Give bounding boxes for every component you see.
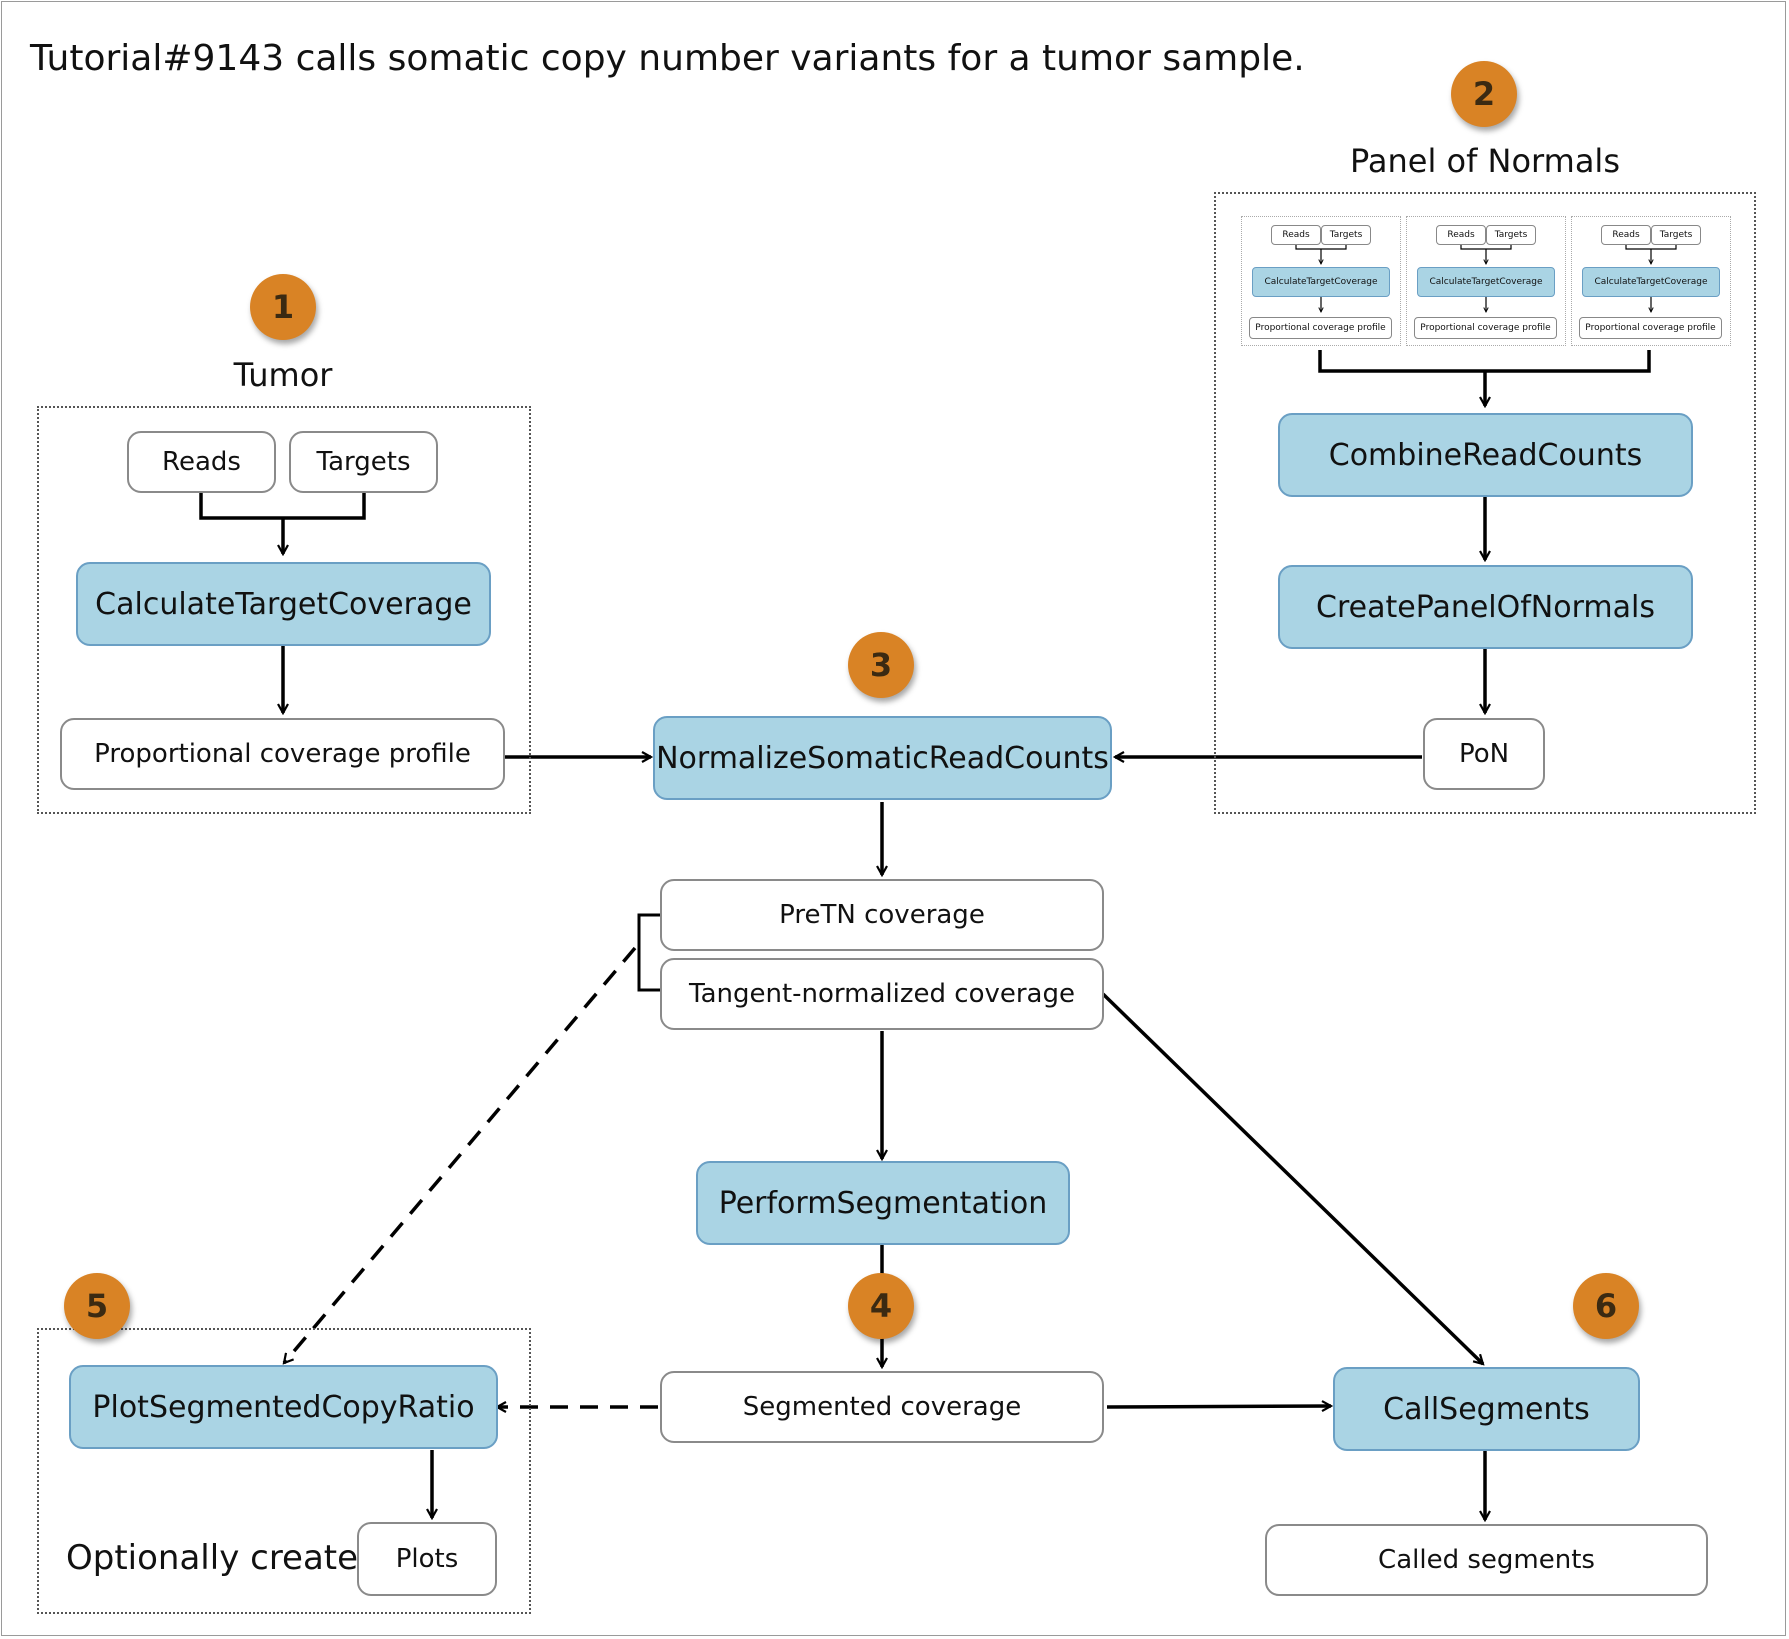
tumor-calculate-node: CalculateTargetCoverage — [76, 562, 491, 646]
tumor-targets-node: Targets — [289, 431, 438, 493]
mini-reads-1: Reads — [1271, 225, 1321, 245]
mini-calculate-3: CalculateTargetCoverage — [1582, 267, 1720, 297]
perform-segmentation-node: PerformSegmentation — [696, 1161, 1070, 1245]
outputs-to-plot-dashed-arrow — [284, 946, 637, 1363]
tumor-heading: Tumor — [233, 356, 333, 394]
step-2-badge: 2 — [1451, 61, 1517, 127]
combine-read-counts-node: CombineReadCounts — [1278, 413, 1693, 497]
segmented-coverage-node: Segmented coverage — [660, 1371, 1104, 1443]
mini-panel-3 — [1571, 216, 1731, 346]
mini-targets-3: Targets — [1651, 225, 1701, 245]
tumor-profile-node: Proportional coverage profile — [60, 718, 505, 790]
plot-segmented-copy-ratio-node: PlotSegmentedCopyRatio — [69, 1365, 498, 1449]
step-1-badge: 1 — [250, 274, 316, 340]
step-3-badge: 3 — [848, 632, 914, 698]
called-segments-node: Called segments — [1265, 1524, 1708, 1596]
mini-targets-2: Targets — [1486, 225, 1536, 245]
create-panel-of-normals-node: CreatePanelOfNormals — [1278, 565, 1693, 649]
step-5-badge: 5 — [64, 1273, 130, 1339]
step-6-badge: 6 — [1573, 1273, 1639, 1339]
tumor-reads-node: Reads — [127, 431, 276, 493]
mini-calculate-2: CalculateTargetCoverage — [1417, 267, 1555, 297]
mini-reads-2: Reads — [1436, 225, 1486, 245]
mini-targets-1: Targets — [1321, 225, 1371, 245]
segmented-to-callsegments-arrow — [1106, 1406, 1331, 1407]
plots-output-node: Plots — [357, 1522, 497, 1596]
tangent-to-callsegments-arrow — [1101, 992, 1483, 1364]
mini-profile-1: Proportional coverage profile — [1249, 317, 1392, 339]
optionally-create-label: Optionally create — [66, 1538, 359, 1578]
pretn-coverage-node: PreTN coverage — [660, 879, 1104, 951]
optional-plot-region — [37, 1328, 531, 1614]
pon-heading: Panel of Normals — [1350, 142, 1620, 180]
mini-profile-2: Proportional coverage profile — [1414, 317, 1557, 339]
step-4-badge: 4 — [848, 1273, 914, 1339]
pon-output-node: PoN — [1423, 718, 1545, 790]
normalize-somatic-read-counts-node: NormalizeSomaticReadCounts — [653, 716, 1112, 800]
mini-profile-3: Proportional coverage profile — [1579, 317, 1722, 339]
mini-calculate-1: CalculateTargetCoverage — [1252, 267, 1390, 297]
diagram-title: Tutorial#9143 calls somatic copy number … — [30, 38, 1305, 79]
tangent-normalized-coverage-node: Tangent-normalized coverage — [660, 958, 1104, 1030]
mini-panel-1 — [1241, 216, 1401, 346]
tumor-region — [37, 406, 531, 814]
normalize-outputs-bracket — [637, 913, 663, 992]
mini-reads-3: Reads — [1601, 225, 1651, 245]
mini-panel-2 — [1406, 216, 1566, 346]
pon-region — [1214, 192, 1756, 814]
call-segments-node: CallSegments — [1333, 1367, 1640, 1451]
